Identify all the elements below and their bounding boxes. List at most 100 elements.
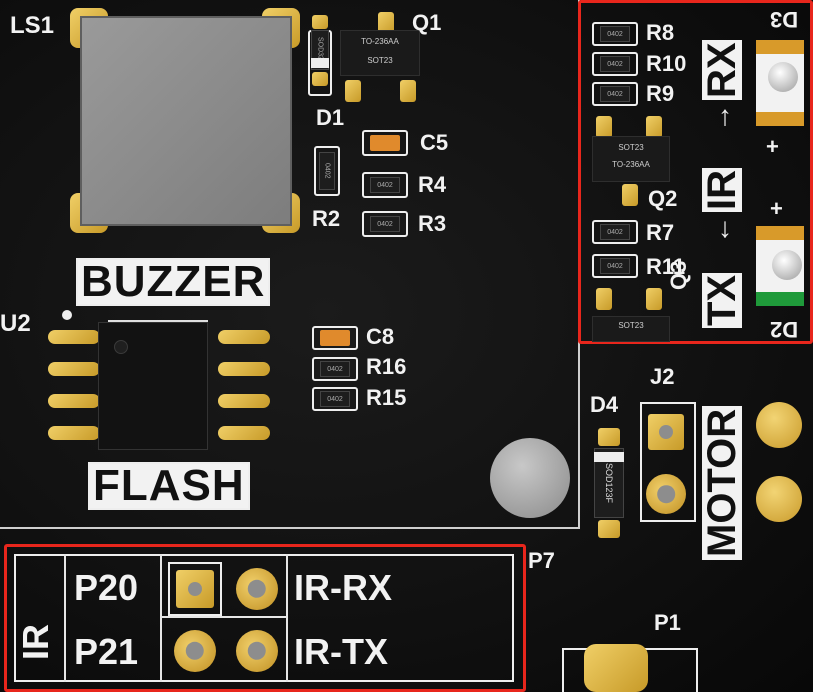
r11-label: R11 — [646, 254, 686, 279]
mounting-hole — [490, 438, 570, 518]
table-divider-3 — [286, 554, 288, 682]
buzzer-label: BUZZER — [76, 258, 271, 306]
q1-label: Q1 — [412, 10, 442, 35]
q1-pad-br — [400, 80, 416, 102]
d3-led-dome — [768, 62, 798, 92]
d3-led-cap-top — [756, 40, 804, 54]
motor-pad-2 — [756, 476, 802, 522]
tx-label: TX — [700, 272, 744, 328]
board-outline-bottom — [0, 527, 580, 529]
p7-label: P7 — [528, 548, 555, 573]
d1-pad-top — [312, 15, 328, 29]
r8-outline — [592, 22, 638, 46]
j2-label: J2 — [650, 364, 675, 389]
d4-cathode-band — [594, 452, 624, 462]
ir-vertical-label: IR — [700, 168, 744, 212]
d1-pad-bottom — [312, 72, 328, 86]
p21-pad-left — [174, 630, 216, 672]
ir-connector-highlight — [4, 544, 526, 692]
u2-pin-8 — [218, 330, 270, 344]
r7-label: R7 — [646, 220, 675, 245]
connector-side-label: IR — [15, 624, 56, 660]
pin-p20-label: P20 — [74, 567, 139, 608]
table-divider-2 — [160, 554, 162, 682]
q3-label: Q3 — [666, 260, 691, 290]
ir-circuit-highlight — [578, 0, 813, 344]
arrow-down-icon: ↓ — [718, 212, 732, 243]
j2-pin-2 — [646, 474, 686, 514]
u2-pin-4 — [48, 426, 100, 440]
c5-body — [370, 135, 400, 151]
d2-led-cap-top — [756, 226, 804, 240]
u2-pin-2 — [48, 362, 100, 376]
arrow-up-icon: ↑ — [718, 100, 732, 131]
r8-label: R8 — [646, 20, 675, 45]
p20-pin-frame — [168, 562, 222, 616]
d3-plus-label: + — [766, 134, 779, 159]
q1-body: TO-236AA SOT23 — [340, 30, 420, 76]
r16-outline — [312, 357, 358, 381]
r9-body: 0402 — [600, 86, 630, 102]
d4-label: D4 — [590, 392, 619, 417]
d2-led-dome — [772, 250, 802, 280]
d2-plus-label: + — [770, 196, 783, 221]
q1-pad-top — [378, 12, 394, 34]
r2-body: 0402 — [319, 152, 335, 190]
r4-body: 0402 — [370, 177, 400, 193]
u2-pin1-dot — [62, 310, 72, 320]
r3-outline — [362, 211, 408, 237]
u2-pin-7 — [218, 362, 270, 376]
q3-body: SOT23 — [592, 316, 670, 342]
r16-body: 0402 — [320, 361, 350, 377]
r8-body: 0402 — [600, 26, 630, 42]
u2-pin-1 — [48, 330, 100, 344]
r11-body: 0402 — [600, 258, 630, 274]
p1-label: P1 — [654, 610, 681, 635]
c5-outline — [362, 130, 408, 156]
q2-mark-1: SOT23 — [618, 143, 644, 152]
j2-outline — [640, 402, 696, 522]
d3-led-cap-bottom — [756, 112, 804, 126]
q2-pad-bottom — [622, 184, 638, 206]
r4-label: R4 — [418, 172, 447, 197]
u2-pin-5 — [218, 426, 270, 440]
r9-outline — [592, 82, 638, 106]
r3-body: 0402 — [370, 216, 400, 232]
table-divider-1 — [64, 554, 66, 682]
buzzer-component — [80, 16, 292, 226]
flash-label: FLASH — [88, 462, 250, 510]
q3-pad-tl — [596, 288, 612, 310]
p1-pad — [584, 644, 648, 692]
q1-mark-1: TO-236AA — [361, 37, 399, 46]
d1-cathode-band — [311, 58, 329, 68]
r2-outline — [314, 146, 340, 196]
r10-outline — [592, 52, 638, 76]
u2-chip-body — [98, 322, 208, 450]
r15-outline — [312, 387, 358, 411]
d2-label: D2 — [770, 317, 799, 342]
c8-label: C8 — [366, 324, 395, 349]
u2-pin-6 — [218, 394, 270, 408]
c8-outline — [312, 326, 358, 350]
q3-pad-tr — [646, 288, 662, 310]
table-divider-mid — [160, 616, 286, 618]
ir-connector-table — [14, 554, 514, 682]
signal-ir-rx-label: IR-RX — [294, 567, 392, 608]
r7-body: 0402 — [600, 224, 630, 240]
r15-body: 0402 — [320, 391, 350, 407]
d2-led-cap-bottom — [756, 292, 804, 306]
q1-mark-2: SOT23 — [367, 56, 393, 65]
d3-label: D3 — [770, 7, 799, 32]
q2-pad-tr — [646, 116, 662, 138]
u2-notch — [114, 340, 128, 354]
d4-pad-bottom — [598, 520, 620, 538]
q2-mark-2: TO-236AA — [612, 160, 650, 169]
r7-outline — [592, 220, 638, 244]
signal-ir-tx-label: IR-TX — [294, 631, 388, 672]
r9-label: R9 — [646, 81, 675, 106]
p21-pad-right — [236, 630, 278, 672]
r3-label: R3 — [418, 211, 447, 236]
q2-pad-tl — [596, 116, 612, 138]
r2-label: R2 — [312, 206, 341, 231]
